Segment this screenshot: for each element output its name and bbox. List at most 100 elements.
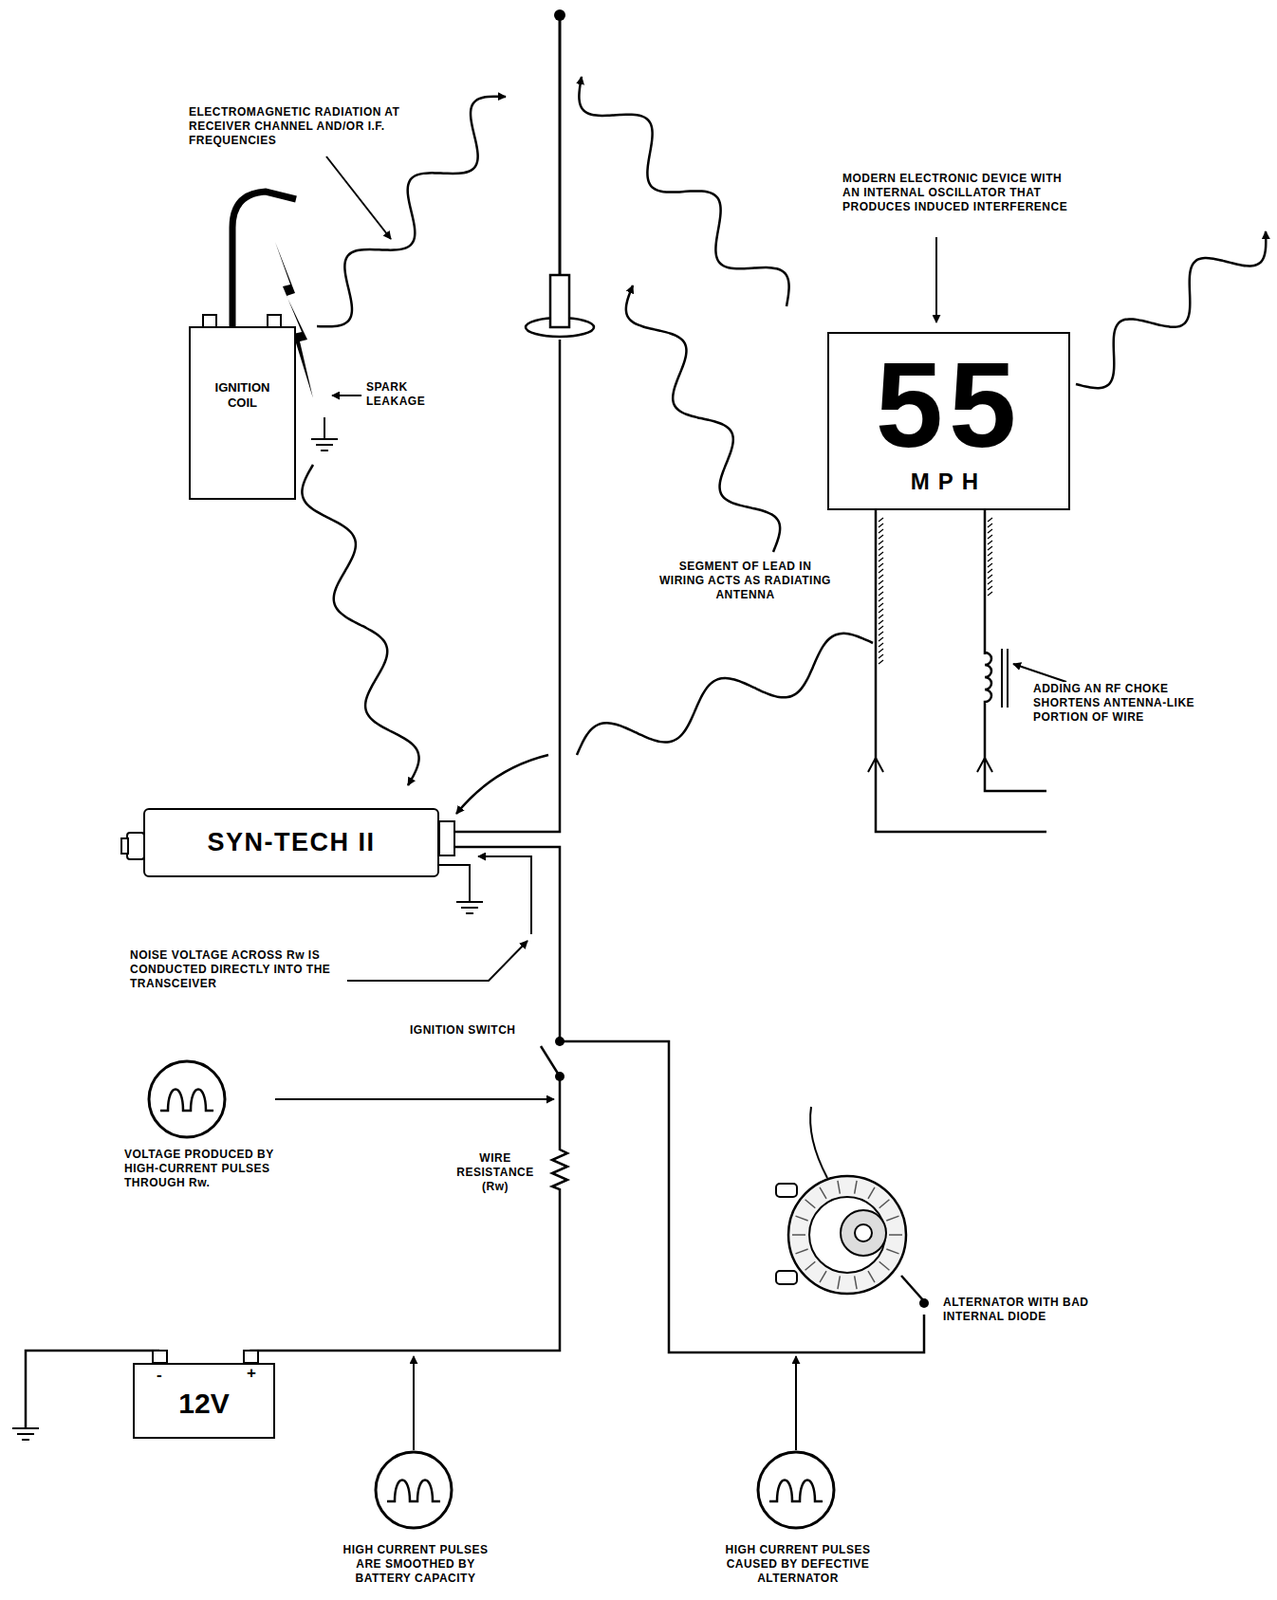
housing-fin	[888, 1234, 903, 1237]
pulse-arrow	[275, 1098, 555, 1101]
hatch-stroke	[878, 620, 884, 625]
ground-symbol	[456, 902, 483, 914]
hatch-stroke	[878, 626, 884, 630]
callout-note: SEGMENT OF LEAD IN WIRING ACTS AS RADIAT…	[655, 559, 835, 603]
housing-fin	[868, 1187, 875, 1200]
leader-arrow	[935, 237, 938, 323]
housing-fin	[795, 1249, 808, 1255]
resistor-symbol	[552, 1144, 568, 1194]
callout-note: WIRE RESISTANCE (Rw)	[445, 1151, 545, 1195]
radiation-wave	[576, 633, 873, 756]
housing-fin	[837, 1181, 840, 1195]
pulse-waveform	[769, 1480, 823, 1503]
ground-symbol	[12, 1428, 39, 1441]
pulley	[840, 1210, 887, 1257]
hatch-stroke	[987, 586, 993, 591]
hatch-stroke	[878, 597, 884, 602]
leader-arrow	[1013, 664, 1067, 683]
leader-arrow	[332, 394, 362, 397]
callout-note: VOLTAGE PRODUCED BY HIGH-CURRENT PULSES …	[122, 1147, 307, 1191]
callout-note: IGNITION SWITCH	[407, 1023, 519, 1038]
ground-bar	[320, 449, 329, 452]
current-direction-mark	[868, 758, 884, 773]
hatch-stroke	[987, 540, 993, 545]
callout-note: MODERN ELECTRONIC DEVICE WITH AN INTERNA…	[840, 171, 1082, 215]
hatch-stroke	[878, 569, 884, 574]
coil-high-tension-lead	[232, 191, 297, 327]
hatch-stroke	[878, 637, 884, 642]
scope-circle	[758, 1452, 834, 1529]
switch-pivot	[555, 1072, 565, 1082]
radiation-wave	[626, 285, 780, 553]
mounting-ear	[776, 1271, 797, 1285]
scope-circle	[375, 1452, 452, 1529]
terminal-sign: +	[244, 1365, 259, 1382]
ground-bar	[456, 901, 483, 904]
device-wire	[875, 510, 1047, 833]
switch-blade	[540, 1046, 560, 1077]
coil-box: IGNITION COIL	[188, 326, 297, 500]
hatch-stroke	[987, 557, 993, 562]
node-text: 12V	[178, 1388, 229, 1421]
hatch-stroke	[987, 535, 993, 539]
hatch-stroke	[878, 552, 884, 556]
transceiver-box: SYN-TECH II	[143, 808, 440, 878]
callout-note: HIGH CURRENT PULSES ARE SMOOTHED BY BATT…	[328, 1543, 503, 1587]
alternator-housing	[788, 1176, 907, 1295]
hatch-stroke	[878, 529, 884, 534]
hatch-stroke	[878, 592, 884, 596]
waveform-circle	[758, 1452, 834, 1529]
hatch-stroke	[878, 648, 884, 653]
battery-terminal	[243, 1351, 259, 1364]
hatch-stroke	[987, 523, 993, 528]
node-text: 55	[875, 341, 1022, 469]
resistor-gap	[550, 1144, 570, 1194]
choke-core	[1006, 648, 1009, 708]
ground-symbol	[311, 439, 338, 451]
callout-note: HIGH CURRENT PULSES CAUSED BY DEFECTIVE …	[710, 1543, 886, 1587]
ground-wire	[439, 865, 470, 902]
housing-fin	[819, 1271, 827, 1283]
radiation-wave	[456, 755, 549, 815]
pulse-arrow	[412, 1356, 415, 1451]
housing-fin	[805, 1261, 816, 1271]
junction-dot	[555, 1036, 565, 1047]
power-plug	[127, 832, 145, 860]
device-wire	[984, 510, 1047, 792]
hatch-stroke	[878, 660, 884, 665]
current-direction-mark	[977, 758, 993, 773]
ground-bar	[21, 1439, 30, 1442]
alternator-face	[809, 1197, 886, 1274]
ground-stem	[323, 417, 326, 439]
alternator-lead	[810, 1107, 828, 1179]
housing-fin	[854, 1276, 857, 1290]
housing-fin	[879, 1200, 890, 1209]
choke-core	[1000, 648, 1003, 708]
ground-bar	[311, 438, 338, 441]
hatch-stroke	[987, 518, 993, 522]
leader-arrow	[347, 941, 528, 981]
scope-circle	[148, 1061, 225, 1138]
housing-fin	[805, 1200, 816, 1209]
antenna-tip	[554, 9, 566, 21]
antenna-lead	[453, 339, 560, 833]
callout-note: ALTERNATOR WITH BAD INTERNAL DIODE	[941, 1295, 1116, 1325]
callout-note: ELECTROMAGNETIC RADIATION AT RECEIVER CH…	[186, 105, 428, 149]
hatch-stroke	[878, 586, 884, 591]
callout-note: ADDING AN RF CHOKE SHORTENS ANTENNA-LIKE…	[1031, 682, 1225, 725]
hatch-stroke	[878, 580, 884, 585]
ground-bar	[461, 906, 479, 909]
alternator-wire	[559, 1041, 925, 1353]
output-terminal	[919, 1298, 929, 1309]
output-stud	[901, 1276, 925, 1302]
hatch-stroke	[987, 592, 993, 596]
hatch-stroke	[987, 569, 993, 574]
hatch-stroke	[878, 540, 884, 545]
callout-note: SPARK LEAKAGE	[364, 380, 445, 409]
battery-terminal	[152, 1351, 167, 1364]
hatch-stroke	[878, 563, 884, 568]
mounting-ear	[776, 1184, 797, 1198]
waveform-circle	[148, 1061, 225, 1138]
